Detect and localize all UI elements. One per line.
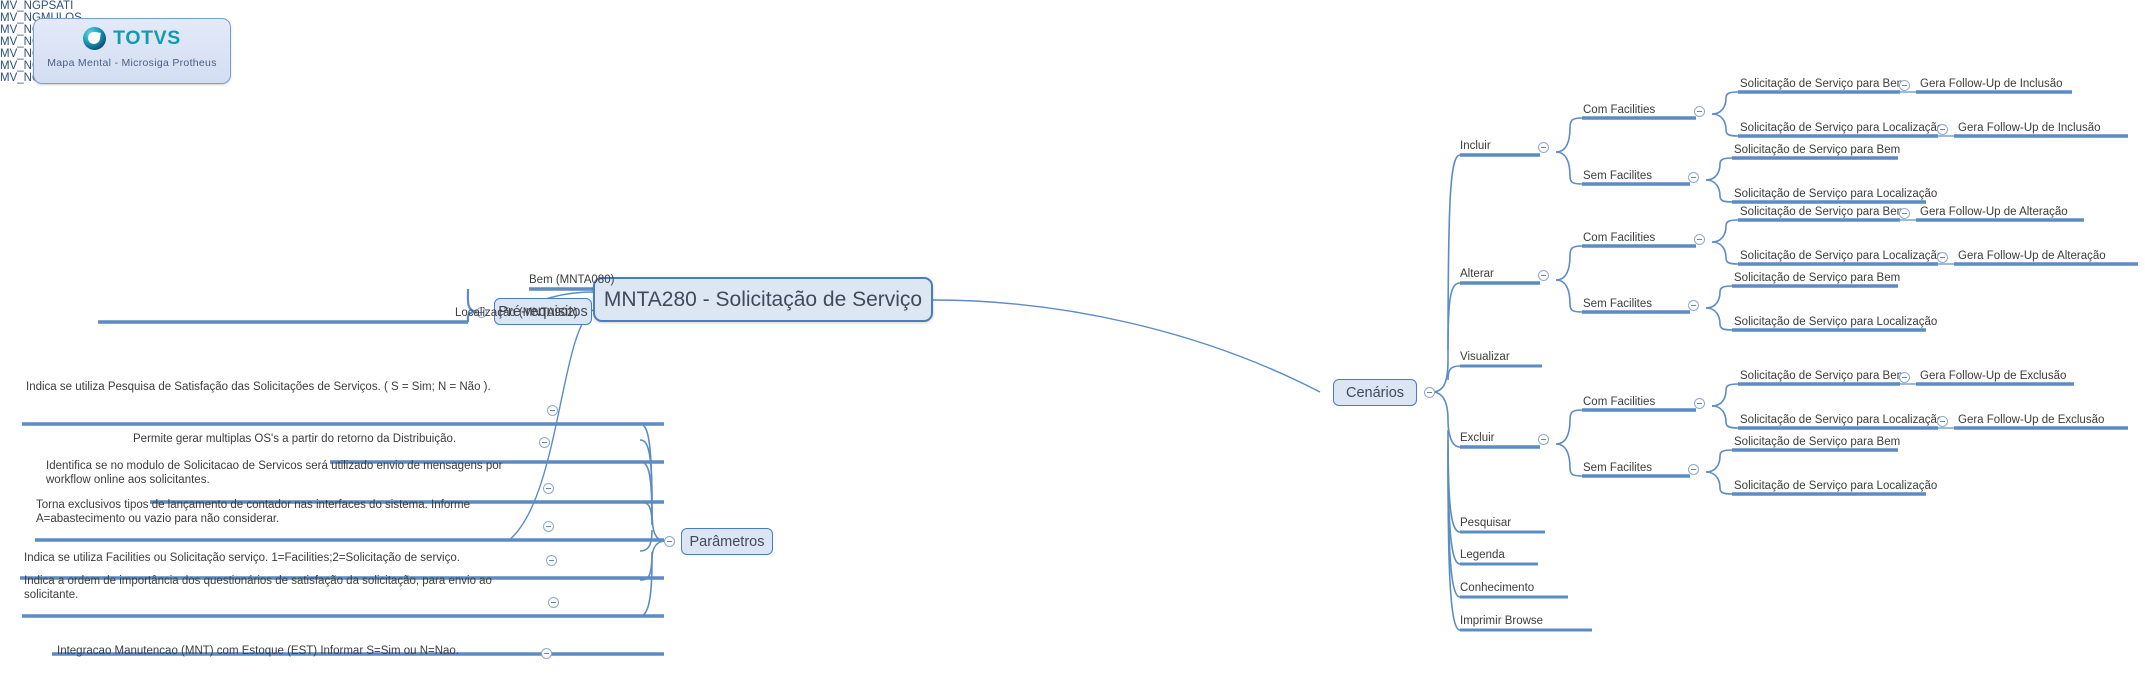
param-code[interactable]: MV_NG1FAC — [0, 48, 2145, 60]
toggle-incluir-cf-bem[interactable] — [1899, 80, 1910, 91]
toggle-param-6[interactable] — [541, 648, 552, 659]
totvs-sphere-icon — [83, 26, 107, 50]
group-excluir[interactable]: Excluir — [1460, 432, 1495, 444]
toggle-alterar[interactable] — [1538, 270, 1549, 281]
toggle-param-5[interactable] — [548, 597, 559, 608]
toggle-incluir[interactable] — [1538, 142, 1549, 153]
param-desc[interactable]: Indica a ordem de importância dos questi… — [24, 575, 492, 601]
toggle-excluir-cf-bem[interactable] — [1899, 372, 1910, 383]
leaf-solicitacao[interactable]: Solicitação de Serviço para Bem — [1734, 436, 1901, 448]
toggle-incluir-sem-facilites[interactable] — [1688, 172, 1699, 183]
toggle-pre-requisitos[interactable] — [476, 307, 487, 318]
leaf-solicitacao[interactable]: Solicitação de Serviço para Localização — [1740, 122, 1944, 134]
toggle-excluir-cf-loc[interactable] — [1937, 416, 1948, 427]
toggle-param-4[interactable] — [546, 555, 557, 566]
leaf-imprimir-browse[interactable]: Imprimir Browse — [1460, 615, 1544, 627]
leaf-bem[interactable]: Bem (MNTA080) — [529, 274, 615, 286]
param-desc[interactable]: Indica se utiliza Pesquisa de Satisfação… — [26, 381, 491, 393]
node-pre-requisitos[interactable]: Pré-requisitos — [494, 298, 592, 325]
toggle-alterar-cf-bem[interactable] — [1899, 208, 1910, 219]
root-node[interactable]: MNTA280 - Solicitação de Serviço — [593, 277, 933, 322]
leaf-solicitacao[interactable]: Solicitação de Serviço para Localização — [1734, 316, 1938, 328]
param-desc[interactable]: Permite gerar multiplas OS's a partir do… — [133, 433, 457, 445]
subgroup-com-facilities[interactable]: Com Facilities — [1583, 396, 1656, 408]
toggle-parametros[interactable] — [664, 536, 675, 547]
leaf-solicitacao[interactable]: Solicitação de Serviço para Bem — [1740, 370, 1907, 382]
toggle-param-3[interactable] — [543, 521, 554, 532]
leaf-pesquisar[interactable]: Pesquisar — [1460, 517, 1512, 529]
leaf-conhecimento[interactable]: Conhecimento — [1460, 582, 1535, 594]
leaf-visualizar[interactable]: Visualizar — [1460, 351, 1510, 363]
leaf-solicitacao[interactable]: Solicitação de Serviço para Bem — [1734, 144, 1901, 156]
param-code[interactable]: MV_NGLANEX — [0, 36, 2145, 48]
toggle-alterar-sem-facilites[interactable] — [1688, 300, 1699, 311]
subgroup-com-facilities[interactable]: Com Facilities — [1583, 104, 1656, 116]
leaf-solicitacao[interactable]: Solicitação de Serviço para Bem — [1740, 206, 1907, 218]
brand-name: TOTVS — [113, 26, 181, 49]
leaf-follow-up[interactable]: Gera Follow-Up de Alteração — [1958, 250, 2106, 262]
node-parametros[interactable]: Parâmetros — [681, 528, 773, 555]
leaf-follow-up[interactable]: Gera Follow-Up de Inclusão — [1958, 122, 2101, 134]
param-desc[interactable]: Integracao Manutencao (MNT) com Estoque … — [57, 645, 460, 657]
param-code[interactable]: MV_NGMULOS — [0, 12, 2145, 24]
leaf-solicitacao[interactable]: Solicitação de Serviço para Localização — [1734, 480, 1938, 492]
leaf-follow-up[interactable]: Gera Follow-Up de Exclusão — [1920, 370, 2067, 382]
logo-card: TOTVS Mapa Mental - Microsiga Protheus — [33, 18, 231, 84]
param-desc[interactable]: Torna exclusivos tipos de lançamento de … — [36, 499, 471, 525]
param-desc[interactable]: Indica se utiliza Facilities ou Solicita… — [24, 552, 460, 564]
leaf-legenda[interactable]: Legenda — [1460, 549, 1505, 561]
param-desc[interactable]: Identifica se no modulo de Solicitacao d… — [46, 460, 503, 486]
toggle-param-0[interactable] — [547, 405, 558, 416]
param-code[interactable]: MV_NGSSWRK — [0, 24, 2145, 36]
group-incluir[interactable]: Incluir — [1460, 140, 1491, 152]
toggle-cenarios[interactable] — [1424, 387, 1435, 398]
toggle-alterar-com-facilities[interactable] — [1694, 234, 1705, 245]
subgroup-sem-facilites[interactable]: Sem Facilites — [1583, 462, 1653, 474]
toggle-param-2[interactable] — [543, 483, 554, 494]
toggle-alterar-cf-loc[interactable] — [1937, 252, 1948, 263]
leaf-solicitacao[interactable]: Solicitação de Serviço para Localização — [1734, 188, 1938, 200]
toggle-incluir-cf-loc[interactable] — [1937, 124, 1948, 135]
param-code[interactable]: MV_NGPESST — [0, 60, 2145, 72]
leaf-solicitacao[interactable]: Solicitação de Serviço para Bem — [1740, 78, 1907, 90]
toggle-excluir[interactable] — [1538, 434, 1549, 445]
toggle-excluir-sem-facilites[interactable] — [1688, 464, 1699, 475]
toggle-excluir-com-facilities[interactable] — [1694, 398, 1705, 409]
subgroup-sem-facilites[interactable]: Sem Facilites — [1583, 298, 1653, 310]
leaf-solicitacao[interactable]: Solicitação de Serviço para Bem — [1734, 272, 1901, 284]
leaf-solicitacao[interactable]: Solicitação de Serviço para Localização — [1740, 250, 1944, 262]
subgroup-com-facilities[interactable]: Com Facilities — [1583, 232, 1656, 244]
group-alterar[interactable]: Alterar — [1460, 268, 1494, 280]
toggle-param-1[interactable] — [539, 437, 550, 448]
logo-subtitle: Mapa Mental - Microsiga Protheus — [47, 57, 217, 69]
leaf-follow-up[interactable]: Gera Follow-Up de Alteração — [1920, 206, 2068, 218]
param-code[interactable]: MV_NGPSATI — [0, 0, 74, 12]
leaf-follow-up[interactable]: Gera Follow-Up de Inclusão — [1920, 78, 2063, 90]
logo-row: TOTVS — [34, 19, 230, 57]
leaf-localizacao[interactable]: Localização (MNTA902) — [455, 307, 578, 319]
leaf-follow-up[interactable]: Gera Follow-Up de Exclusão — [1958, 414, 2105, 426]
subgroup-sem-facilites[interactable]: Sem Facilites — [1583, 170, 1653, 182]
toggle-incluir-com-facilities[interactable] — [1694, 106, 1705, 117]
node-cenarios[interactable]: Cenários — [1333, 379, 1417, 406]
leaf-solicitacao[interactable]: Solicitação de Serviço para Localização — [1740, 414, 1944, 426]
